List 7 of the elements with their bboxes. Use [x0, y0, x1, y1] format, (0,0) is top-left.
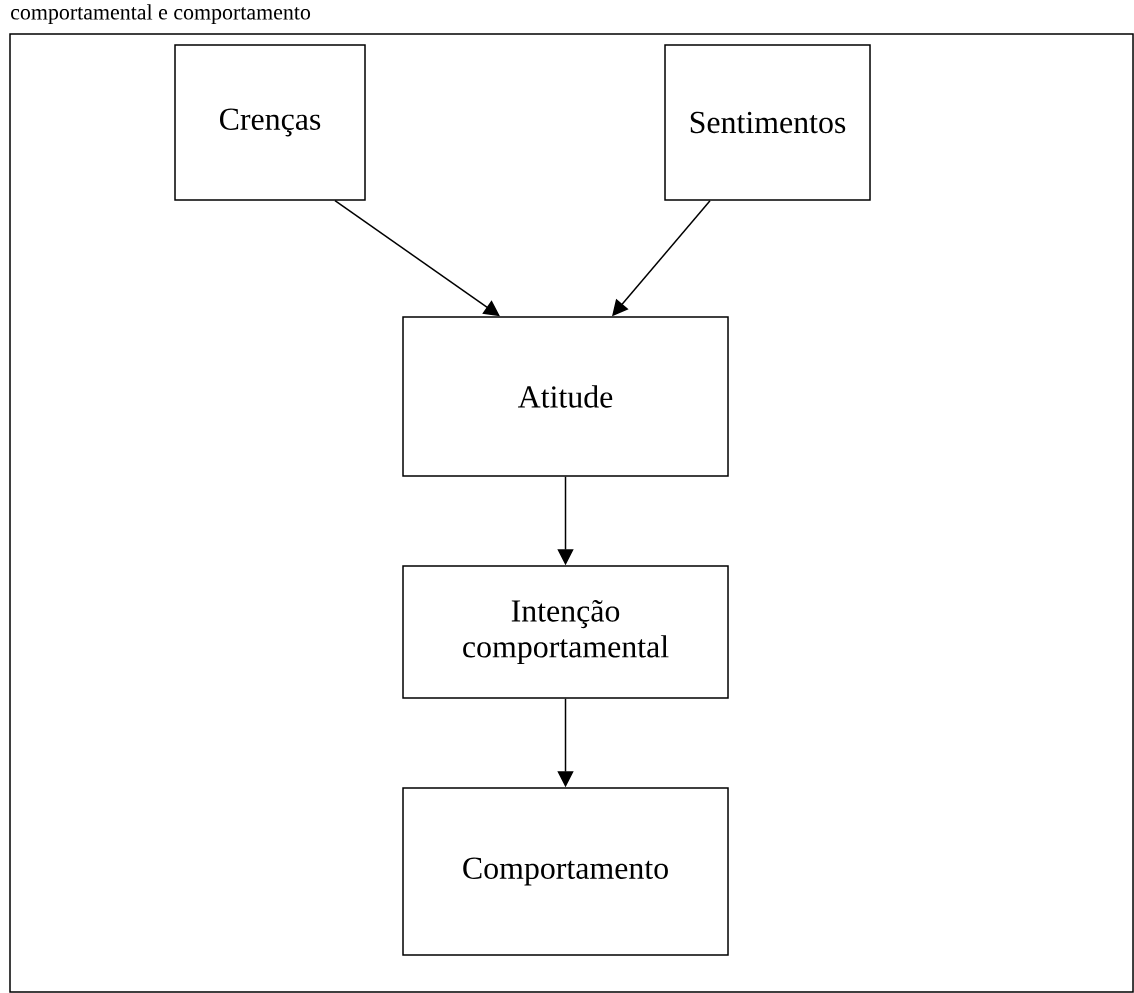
arrow — [334, 200, 500, 317]
caption-text: comportamental e comportamento — [11, 4, 311, 25]
process-box: Crenças — [174, 44, 366, 201]
process-box: Atitude — [402, 316, 729, 477]
process-box: Comportamento — [402, 787, 729, 956]
process-box: Sentimentos — [664, 44, 871, 201]
process-box: Intenção comportamental — [402, 565, 729, 699]
